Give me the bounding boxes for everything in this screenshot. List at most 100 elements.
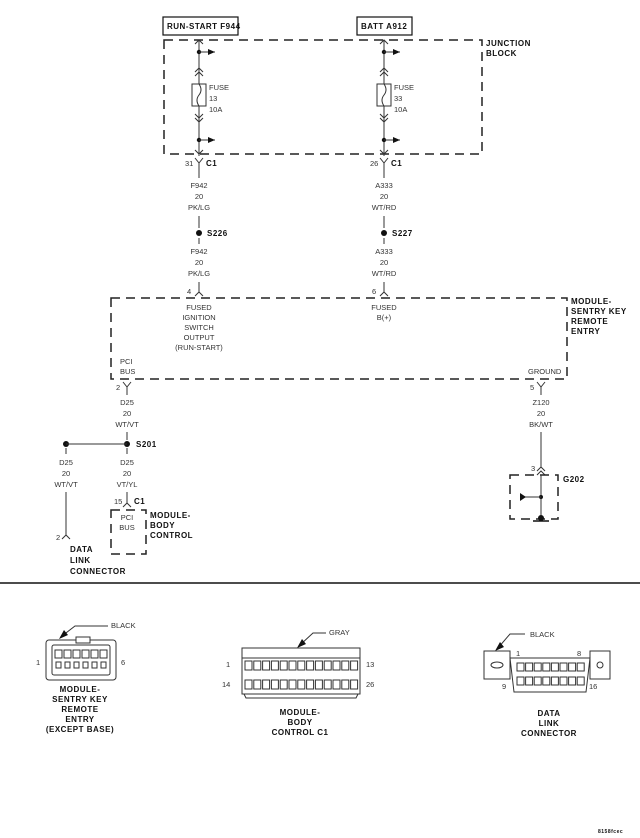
connector-view-dlc: BLACK 1 8 9 16 DATA LINK CONNECTOR (483, 630, 611, 738)
pin-cavity (306, 660, 315, 671)
svg-text:D25: D25 (120, 458, 134, 467)
svg-text:ENTRY: ENTRY (65, 715, 94, 724)
svg-text:(EXCEPT BASE): (EXCEPT BASE) (46, 725, 114, 734)
pin-cavity (244, 679, 253, 690)
svg-text:33: 33 (394, 94, 402, 103)
bcm-label: MODULE- BODY CONTROL (150, 511, 193, 540)
pin-cavity (244, 660, 253, 671)
skre-batt-input-text: FUSED B(+) (371, 303, 397, 322)
svg-text:IGNITION: IGNITION (182, 313, 215, 322)
splice-s226-dot (196, 230, 202, 236)
pin-cavity (525, 662, 534, 672)
pin-cavity (64, 661, 71, 669)
svg-text:20: 20 (380, 192, 388, 201)
pin-cavity (314, 679, 323, 690)
skre-pin-5: 5 (530, 383, 534, 392)
svg-text:20: 20 (537, 409, 545, 418)
svg-text:WT/VT: WT/VT (54, 480, 78, 489)
fuse-13-circuit: FUSE 13 10A (191, 39, 229, 156)
svg-text:WT/RD: WT/RD (372, 203, 397, 212)
pin-cavity (288, 660, 297, 671)
junction-block-label: JUNCTION (486, 39, 531, 48)
svg-text:BODY: BODY (287, 718, 312, 727)
skre-module-label: MODULE- SENTRY KEY REMOTE ENTRY (571, 297, 626, 336)
pin-cavity (253, 660, 262, 671)
bcm-connector-c1: C1 (134, 497, 145, 506)
source-batt-label: BATT A912 (361, 22, 407, 31)
svg-text:C1: C1 (391, 159, 402, 168)
skre-pci-text: PCI BUS (120, 357, 135, 376)
svg-text:PK/LG: PK/LG (188, 269, 210, 278)
pin-cavity (559, 676, 568, 686)
svg-text:MODULE-: MODULE- (280, 708, 321, 717)
svg-text:B(+): B(+) (377, 313, 392, 322)
pin-cavity (73, 661, 80, 669)
source-run-start: RUN-START F944 (162, 16, 240, 36)
connector-view-bcm-label: MODULE- BODY CONTROL C1 (272, 708, 328, 737)
pin-cavity (350, 679, 359, 690)
bcm-pci-text: PCI BUS (119, 513, 134, 532)
pin-cavity (576, 676, 585, 686)
skre-ground-text: GROUND (528, 367, 562, 376)
svg-text:BK/WT: BK/WT (529, 420, 553, 429)
svg-text:OUTPUT: OUTPUT (184, 333, 215, 342)
connector-view-bcm: GRAY 1 13 14 26 MODULE- BODY CONTROL C1 (222, 628, 374, 737)
pin-cavity (90, 649, 99, 659)
pin-cavity (253, 679, 262, 690)
pin-cavity (550, 676, 559, 686)
svg-text:10A: 10A (209, 105, 222, 114)
pin-cavity (568, 676, 577, 686)
svg-text:SENTRY KEY: SENTRY KEY (52, 695, 108, 704)
connector-color-black: BLACK (111, 621, 136, 630)
wire-d25-left: D25 20 WT/VT (54, 458, 78, 489)
pin-cavity (516, 662, 525, 672)
pin-cavity (542, 662, 551, 672)
svg-text:20: 20 (195, 192, 203, 201)
svg-text:1: 1 (516, 649, 520, 658)
pin-cavity (323, 679, 332, 690)
wire-a333-upper: A333 20 WT/RD (372, 181, 397, 212)
pin-cavity (54, 649, 63, 659)
pin-cavity (323, 660, 332, 671)
svg-text:10A: 10A (394, 105, 407, 114)
fuse-33-circuit: FUSE 33 10A (376, 39, 414, 156)
pin-cavity (91, 661, 98, 669)
connector-c1-pin31: 31 C1 (185, 157, 217, 168)
svg-text:PCI: PCI (120, 357, 133, 366)
pin-cavity (279, 660, 288, 671)
svg-text:DATA: DATA (537, 709, 560, 718)
svg-text:8: 8 (577, 649, 581, 658)
pin-cavity (262, 679, 271, 690)
pin-cavity (542, 676, 551, 686)
svg-text:REMOTE: REMOTE (571, 317, 608, 326)
svg-text:F942: F942 (190, 181, 207, 190)
connector-color-black-dlc: BLACK (530, 630, 555, 639)
pin-cavity (314, 660, 323, 671)
svg-text:C1: C1 (206, 159, 217, 168)
splice-s227-dot (381, 230, 387, 236)
svg-text:20: 20 (123, 409, 131, 418)
svg-text:BODY: BODY (150, 521, 175, 530)
pin-cavity (576, 662, 585, 672)
pin-cavity (516, 676, 525, 686)
skre-pin-4: 4 (187, 287, 191, 296)
connector-view-dlc-label: DATA LINK CONNECTOR (521, 709, 576, 738)
pin-cavity (332, 660, 341, 671)
svg-text:FUSED: FUSED (371, 303, 397, 312)
pin-cavity (279, 679, 288, 690)
connector-view-skre-label: MODULE- SENTRY KEY REMOTE ENTRY (EXCEPT … (46, 685, 114, 734)
junction-block-boundary (163, 39, 483, 155)
svg-text:20: 20 (62, 469, 70, 478)
pin-cavity (72, 649, 81, 659)
svg-text:16: 16 (589, 682, 597, 691)
svg-text:BUS: BUS (120, 367, 135, 376)
svg-text:DATA: DATA (70, 545, 93, 554)
svg-text:D25: D25 (120, 398, 134, 407)
pin-cavity (270, 679, 279, 690)
pin-cavity (559, 662, 568, 672)
connector-color-gray: GRAY (329, 628, 350, 637)
figure-id: 8158fcec (598, 829, 623, 835)
pin-cavity (55, 661, 62, 669)
pin-cavity (533, 676, 542, 686)
pin-cavity (332, 679, 341, 690)
